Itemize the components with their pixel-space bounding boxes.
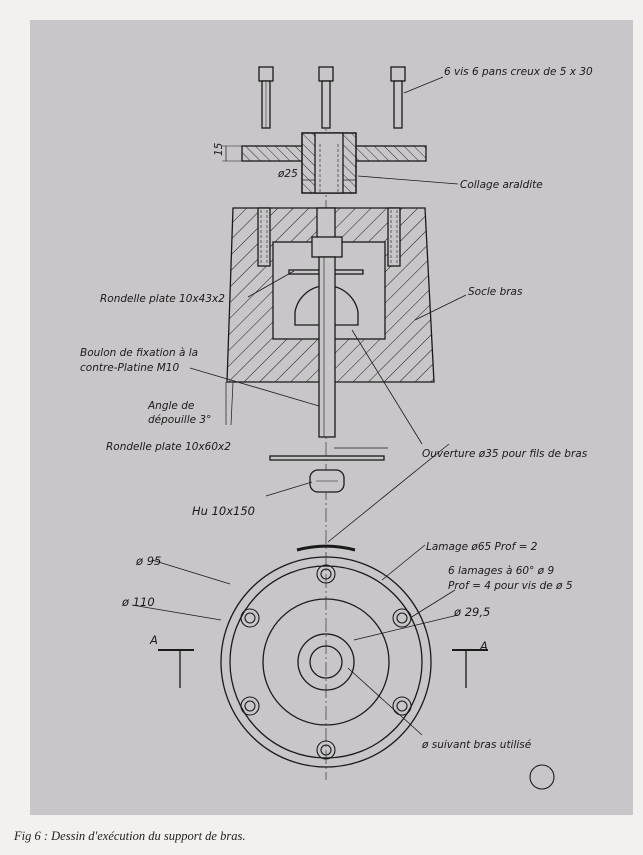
bottom-washer bbox=[269, 455, 385, 461]
label-suivant: ø suivant bras utilisé bbox=[421, 739, 532, 751]
label-draft-1: Angle de bbox=[147, 400, 194, 412]
label-washer-top: Rondelle plate 10x43x2 bbox=[100, 293, 225, 305]
fixing-bolt bbox=[288, 236, 364, 438]
flange-plate bbox=[241, 132, 427, 194]
label-d110: ø 110 bbox=[121, 595, 155, 609]
screw-center bbox=[318, 66, 334, 129]
figure-caption: Fig 6 : Dessin d'exécution du support de… bbox=[14, 829, 246, 843]
label-socle: Socle bras bbox=[468, 286, 523, 298]
label-screws: 6 vis 6 pans creux de 5 x 30 bbox=[444, 66, 593, 78]
screw-right bbox=[390, 66, 406, 129]
label-washer-bottom: Rondelle plate 10x60x2 bbox=[106, 441, 231, 453]
label-nut: Hu 10x150 bbox=[192, 504, 255, 518]
label-dim-15: 15 bbox=[213, 142, 225, 156]
label-dim-25: ø25 bbox=[277, 168, 298, 180]
plan-view bbox=[220, 544, 432, 768]
label-bolt-1: Boulon de fixation à la bbox=[80, 347, 198, 359]
label-d29: ø 29,5 bbox=[453, 605, 490, 619]
label-section-a-left: A bbox=[149, 633, 158, 647]
label-bores-1: 6 lamages à 60° ø 9 bbox=[448, 565, 554, 577]
screw-left bbox=[258, 66, 274, 129]
drawing-sheet: 6 vis 6 pans creux de 5 x 30 15 ø25 Coll… bbox=[30, 20, 633, 815]
label-counterbore: Lamage ø65 Prof = 2 bbox=[426, 541, 538, 553]
label-d95: ø 95 bbox=[135, 554, 161, 568]
label-bores-2: Prof = 4 pour vis de ø 5 bbox=[448, 580, 573, 592]
label-glue: Collage araldite bbox=[460, 179, 543, 191]
label-draft-2: dépouille 3° bbox=[148, 414, 211, 426]
label-bolt-2: contre-Platine M10 bbox=[80, 362, 179, 374]
label-opening: Ouverture ø35 pour fils de bras bbox=[422, 448, 588, 460]
label-section-a-right: A bbox=[479, 639, 488, 653]
technical-drawing: 6 vis 6 pans creux de 5 x 30 15 ø25 Coll… bbox=[80, 66, 593, 790]
bolt-holes bbox=[240, 564, 412, 760]
